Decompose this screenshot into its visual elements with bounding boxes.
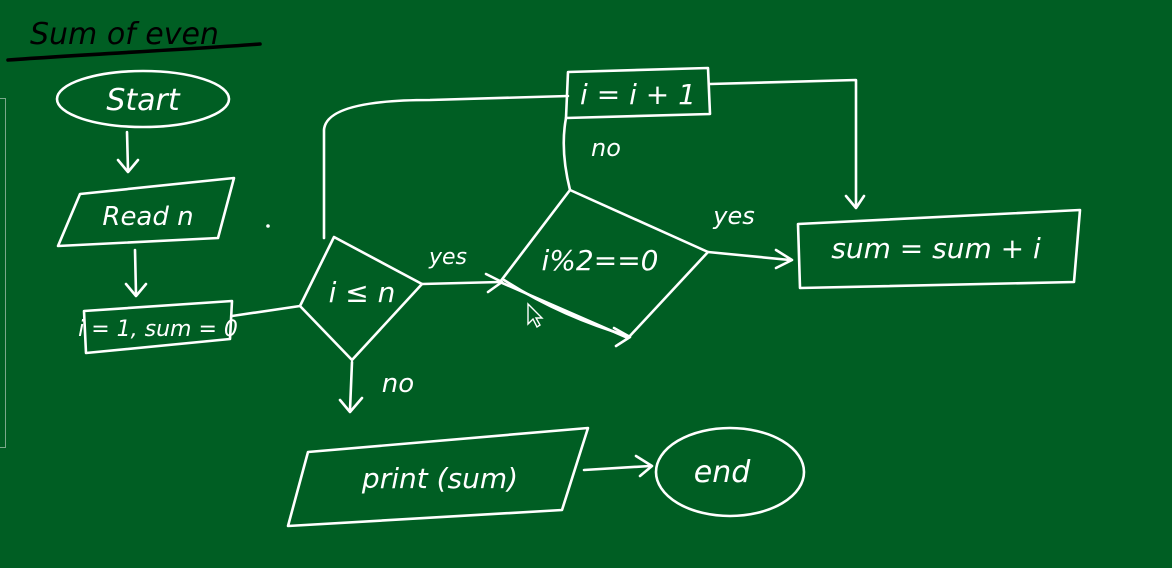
read-input-shape (56, 176, 236, 248)
connector-add-to-increment (708, 78, 858, 208)
title-underline (6, 42, 262, 62)
read-label: Read n (102, 202, 193, 232)
arrow-read-to-init-head (124, 282, 148, 298)
condition-label: i ≤ n (329, 276, 396, 309)
arrow-even-no (562, 116, 572, 192)
left-edge-strip (0, 98, 6, 448)
even-yes-label: yes (712, 202, 754, 230)
arrow-even-yes-head (774, 248, 794, 270)
end-label: end (694, 455, 751, 490)
mouse-pointer-icon (527, 302, 544, 329)
start-terminal-shape (55, 69, 231, 129)
arrow-print-to-end (582, 464, 652, 472)
start-label: Start (106, 83, 181, 118)
print-output-shape (286, 426, 590, 528)
diagram-title: Sum of even (30, 17, 219, 52)
connector-add-to-increment-head (844, 194, 866, 210)
chalk-dot (266, 224, 270, 228)
even-no-label: no (591, 134, 621, 162)
increment-process-shape (564, 66, 712, 120)
init-label: i = 1, sum = 0 (78, 317, 238, 342)
arrow-cond-no (348, 360, 354, 412)
loop-back-to-condition (322, 94, 570, 240)
arrow-even-bypass (502, 278, 630, 338)
end-terminal-shape (654, 426, 806, 518)
arrow-cond-no-head (338, 396, 364, 414)
cond-no-label: no (382, 369, 414, 399)
init-process-shape (82, 299, 234, 355)
increment-label: i = i + 1 (580, 78, 696, 111)
arrow-start-to-read-head (116, 158, 140, 174)
arrow-start-to-read (125, 130, 130, 172)
arrow-even-bypass-head (612, 326, 632, 348)
arrow-init-to-condition (230, 304, 302, 318)
add-label: sum = sum + i (831, 232, 1041, 265)
even-check-label: i%2==0 (542, 244, 659, 277)
arrow-read-to-init (133, 248, 138, 296)
cond-yes-label: yes (428, 245, 467, 270)
arrow-even-yes (706, 250, 792, 262)
arrow-print-to-end-head (634, 454, 654, 478)
add-process-shape (796, 208, 1082, 290)
arrow-cond-yes (420, 280, 502, 286)
print-label: print (sum) (361, 462, 518, 495)
